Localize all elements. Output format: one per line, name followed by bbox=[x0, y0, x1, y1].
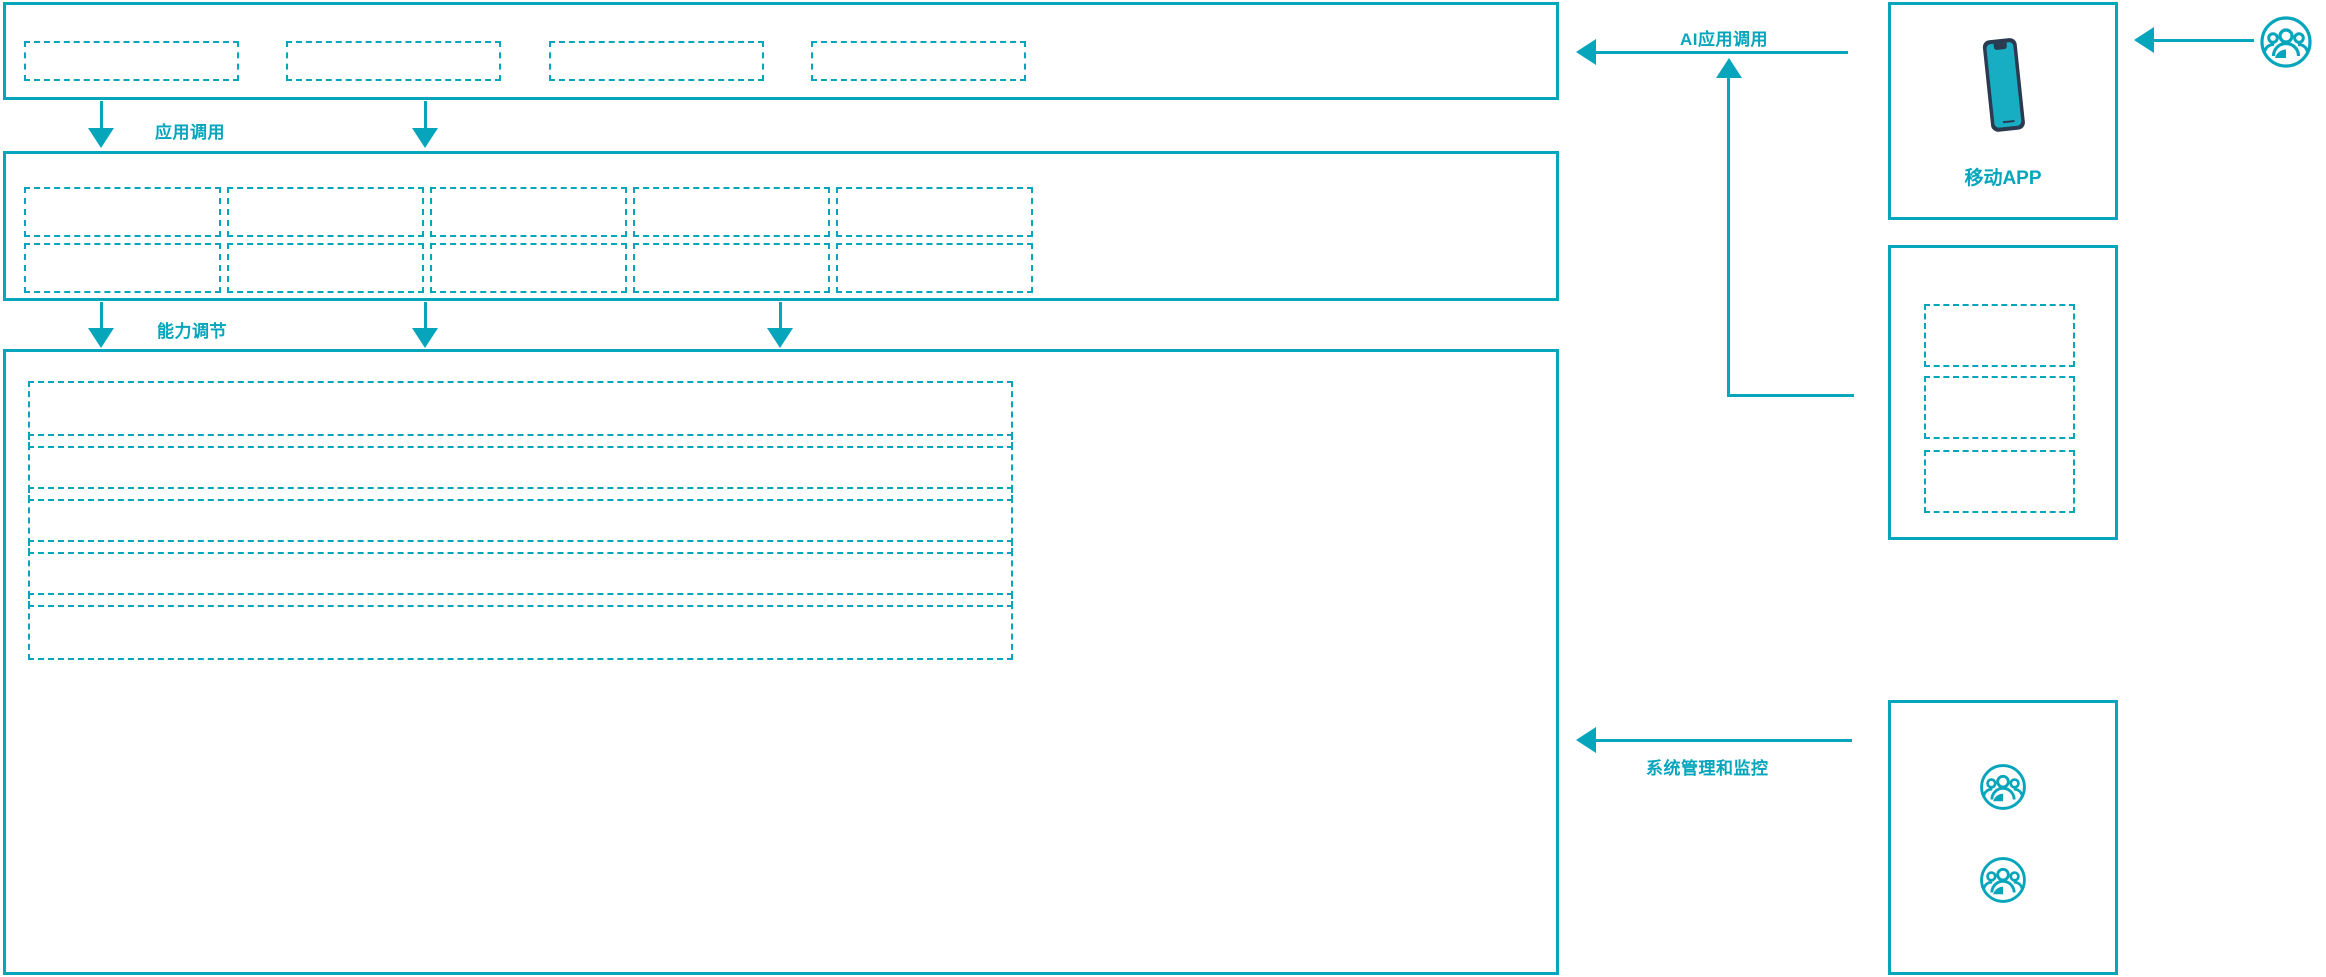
capability-slot-r2-c3[interactable] bbox=[430, 243, 627, 293]
infrastructure-layer[interactable] bbox=[3, 349, 1559, 975]
external-user-to-mobile-arrowhead bbox=[2134, 27, 2154, 53]
operator-user-group-icon-1 bbox=[1978, 762, 2028, 812]
application-layer-slot-2[interactable] bbox=[286, 41, 501, 81]
smartphone-icon bbox=[1973, 31, 2033, 141]
infrastructure-row-2[interactable] bbox=[28, 434, 1013, 501]
capability-tuning-connector-2 bbox=[424, 302, 427, 334]
service-panel-uplink-vertical bbox=[1727, 75, 1730, 397]
service-list-slot-2[interactable] bbox=[1924, 376, 2075, 439]
app-invoke-connector-right bbox=[424, 101, 427, 134]
capability-slot-r2-c4[interactable] bbox=[633, 243, 830, 293]
capability-tuning-arrowhead-1 bbox=[88, 328, 114, 348]
capability-slot-r2-c2[interactable] bbox=[227, 243, 424, 293]
infrastructure-row-5[interactable] bbox=[28, 593, 1013, 660]
capability-slot-r2-c5[interactable] bbox=[836, 243, 1033, 293]
infrastructure-row-1[interactable] bbox=[28, 381, 1013, 448]
infrastructure-row-4[interactable] bbox=[28, 540, 1013, 607]
capability-slot-r1-c4[interactable] bbox=[633, 187, 830, 237]
application-layer-slot-3[interactable] bbox=[549, 41, 764, 81]
capability-slot-r1-c5[interactable] bbox=[836, 187, 1033, 237]
capability-slot-r2-c1[interactable] bbox=[24, 243, 221, 293]
app-invoke-arrowhead-right bbox=[412, 128, 438, 148]
flow-label-system-admin-monitor: 系统管理和监控 bbox=[1646, 759, 1769, 778]
capability-slot-r1-c1[interactable] bbox=[24, 187, 221, 237]
mobile-app-panel[interactable]: 移动APP bbox=[1888, 2, 2118, 220]
application-layer-slot-1[interactable] bbox=[24, 41, 239, 81]
system-admin-monitor-line bbox=[1596, 739, 1852, 742]
capability-slot-r1-c3[interactable] bbox=[430, 187, 627, 237]
capability-layer[interactable] bbox=[3, 151, 1559, 301]
service-list-panel[interactable] bbox=[1888, 245, 2118, 540]
capability-tuning-arrowhead-3 bbox=[767, 328, 793, 348]
application-layer[interactable] bbox=[3, 2, 1559, 100]
external-user-to-mobile-line bbox=[2154, 39, 2254, 42]
operators-panel[interactable] bbox=[1888, 700, 2118, 975]
external-user-group-icon bbox=[2258, 14, 2314, 70]
application-layer-slot-4[interactable] bbox=[811, 41, 1026, 81]
flow-label-ai-app-invoke: AI应用调用 bbox=[1680, 30, 1768, 49]
flow-label-capability-tuning: 能力调节 bbox=[157, 322, 227, 341]
service-list-slot-1[interactable] bbox=[1924, 304, 2075, 367]
app-invoke-arrowhead-left bbox=[88, 128, 114, 148]
service-panel-uplink-arrowhead bbox=[1716, 58, 1742, 78]
mobile-app-panel-caption: 移动APP bbox=[1964, 168, 2042, 189]
ai-app-invoke-arrowhead bbox=[1576, 39, 1596, 65]
capability-tuning-arrowhead-2 bbox=[412, 328, 438, 348]
operator-user-group-icon-2 bbox=[1978, 855, 2028, 905]
system-admin-monitor-arrowhead bbox=[1576, 727, 1596, 753]
capability-tuning-connector-3 bbox=[779, 302, 782, 334]
infrastructure-row-3[interactable] bbox=[28, 487, 1013, 554]
service-panel-uplink-horizontal bbox=[1727, 394, 1854, 397]
app-invoke-connector-left bbox=[100, 101, 103, 134]
ai-app-invoke-line bbox=[1596, 51, 1848, 54]
flow-label-app-invoke: 应用调用 bbox=[155, 123, 225, 142]
capability-slot-r1-c2[interactable] bbox=[227, 187, 424, 237]
service-list-slot-3[interactable] bbox=[1924, 450, 2075, 513]
capability-tuning-connector-1 bbox=[100, 302, 103, 334]
